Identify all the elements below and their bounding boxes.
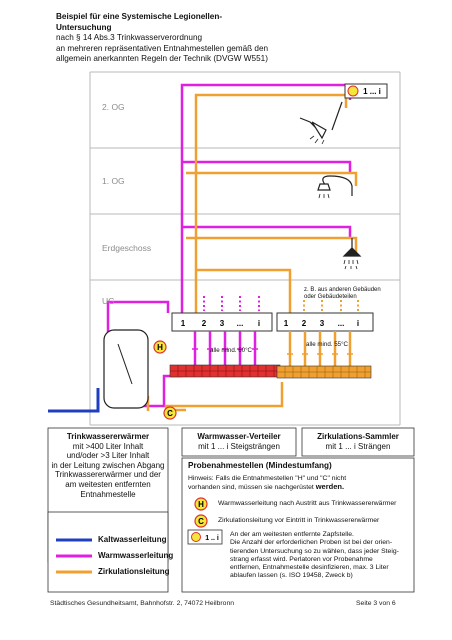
collector-number: ... xyxy=(338,319,345,328)
collector-riser-dots xyxy=(303,300,359,311)
distributor-line-2: mit 1 ... i Steigsträngen xyxy=(198,441,280,451)
collector-note: z. B. aus anderen Gebäuden oder Gebäudet… xyxy=(304,287,381,302)
distributor-stems xyxy=(192,331,258,365)
legend-cold-label: Kaltwasserleitung xyxy=(98,535,167,544)
svg-text:C: C xyxy=(198,517,204,526)
heater-line-2: mit >400 Liter Inhalt xyxy=(72,441,144,451)
heater-line-1: Trinkwassererwärmer xyxy=(66,432,150,441)
collector-line-2: mit 1 ... i Strängen xyxy=(325,441,391,451)
svg-text:H: H xyxy=(198,500,204,509)
title-line-5: allgemein anerkannten Regeln der Technik… xyxy=(56,54,268,64)
legend-range-tag: 1 .. i xyxy=(187,529,223,545)
warm-water-risers xyxy=(118,83,352,408)
boxes-outlines xyxy=(47,427,415,593)
building-outline xyxy=(89,71,401,426)
sampling-hint-line-2: vorhanden sind, müssen sie nachgerüstet … xyxy=(188,483,410,492)
circulation-lines xyxy=(146,93,358,412)
footer-address: Städtisches Gesundheitsamt, Bahnhofstr. … xyxy=(50,600,235,607)
range-line-5: entfernen, Entnahmestelle desinfizieren,… xyxy=(230,564,389,572)
title-line-2: Untersuchung xyxy=(56,22,112,32)
sampling-c-text: Zirkulationsleitung vor Eintritt in Trin… xyxy=(218,517,380,524)
sampling-h-text: Warmwasserleitung nach Austritt aus Trin… xyxy=(218,500,397,507)
footer-page: Seite 3 von 6 xyxy=(356,600,396,607)
title-line-1: Beispiel für eine Systemische Legionelle… xyxy=(56,12,223,21)
floor-label-ug: UG xyxy=(102,296,115,306)
range-line-3: tierenden Untersuchung so zu wählen, das… xyxy=(230,547,399,555)
sampling-hint-line-2a: vorhanden sind, müssen sie nachgerüstet xyxy=(188,484,316,492)
document-title: Beispiel für eine Systemische Legionelle… xyxy=(56,12,316,65)
distributor-number: 1 xyxy=(181,319,186,328)
collector-stems xyxy=(287,331,353,366)
warm-water-heater-loop xyxy=(106,300,170,333)
collector-temp: alle mind. 55°C xyxy=(306,341,349,348)
distributor-number: ... xyxy=(237,319,244,328)
sample-point-h: H xyxy=(153,340,167,354)
distributor-description: Warmwasser-Verteiler mit 1 ... i Steigst… xyxy=(182,432,296,451)
svg-text:1 .. i: 1 .. i xyxy=(205,535,219,542)
floor-label-2og: 2. OG xyxy=(102,102,125,112)
svg-text:H: H xyxy=(157,343,163,352)
cold-water-inlet xyxy=(48,388,100,413)
title-line-4: an mehreren repräsentativen Entnahmestel… xyxy=(56,43,269,53)
heater-line-5: Trinkwassererwärmer und der xyxy=(55,470,161,480)
sampling-section: Probenahmestellen (Mindestumfang) Hinwei… xyxy=(188,461,410,493)
legend-h-circle: H xyxy=(194,497,208,511)
heater-line-3: und/oder >3 Liter Inhalt xyxy=(66,451,150,461)
sampling-hint: Hinweis: Falls die Entnahmestellen "H" u… xyxy=(188,475,410,493)
collector-number: i xyxy=(357,319,359,328)
range-line-6: ablaufen lassen (s. ISO 19458, Zweck b) xyxy=(230,572,353,580)
sample-point-c: C xyxy=(163,406,177,420)
legend-warm-label: Warmwasserleitung xyxy=(98,551,174,560)
distributor-box: 1 2 3... i xyxy=(171,312,273,332)
sampling-hint-line-2b: werden. xyxy=(315,482,345,492)
collector-manifold xyxy=(276,365,372,379)
collector-number: 1 xyxy=(284,319,289,328)
floor-label-eg: Erdgeschoss xyxy=(102,243,152,253)
collector-line-1: Zirkulations-Sammler xyxy=(317,432,399,441)
collector-note-line-1: z. B. aus anderen Gebäuden xyxy=(304,287,381,293)
heater-line-6: am weitesten entfernten xyxy=(65,479,151,489)
title-line-3: nach § 14 Abs.3 Trinkwasserverordnung xyxy=(56,33,203,43)
sampling-hint-line-1: Hinweis: Falls die Entnahmestellen "H" u… xyxy=(188,475,347,482)
water-heater-tank-icon xyxy=(103,329,149,409)
heater-line-4: in der Leitung zwischen Abgang xyxy=(51,460,165,470)
legend-c-circle: C xyxy=(194,514,208,528)
collector-number: 3 xyxy=(320,319,325,328)
legend-swatches xyxy=(56,538,92,574)
distributor-temp: alle mind. 60°C xyxy=(210,347,253,354)
distributor-riser-dots xyxy=(203,296,260,311)
range-line-4: strang erfasst wird. Perlatoren vor Prob… xyxy=(230,555,373,563)
range-line-1: An der am weitesten entfernte Zapfstelle… xyxy=(230,531,354,538)
svg-text:C: C xyxy=(167,409,173,418)
distributor-number: 3 xyxy=(220,319,225,328)
legend-circ-label: Zirkulationsleitung xyxy=(98,567,170,576)
svg-text:1 ... i: 1 ... i xyxy=(363,87,381,96)
heater-line-7: Entnahmestelle xyxy=(80,489,136,499)
collector-note-line-2: oder Gebäudeteilen xyxy=(304,294,357,301)
shower-head-icon xyxy=(299,101,343,145)
ceiling-shower-icon xyxy=(342,238,362,270)
distributor-line-1: Warmwasser-Verteiler xyxy=(197,432,281,441)
range-line-2: Die Anzahl der erforderlichen Proben ist… xyxy=(230,539,393,547)
collector-box: 1 2 3... i xyxy=(276,312,374,332)
heater-description: Trinkwassererwärmer mit >400 Liter Inhal… xyxy=(48,432,168,499)
distributor-manifold xyxy=(169,364,281,378)
sample-range-tag: 1 ... i xyxy=(344,83,388,99)
sampling-heading: Probenahmestellen (Mindestumfang) xyxy=(188,461,332,470)
distributor-number: i xyxy=(258,319,260,328)
hand-shower-icon xyxy=(317,175,353,199)
distributor-number: 2 xyxy=(202,319,207,328)
collector-description: Zirkulations-Sammler mit 1 ... i Stränge… xyxy=(302,432,414,451)
sampling-range-text: An der am weitesten entfernte Zapfstelle… xyxy=(230,531,412,581)
floor-label-1og: 1. OG xyxy=(102,176,125,186)
collector-number: 2 xyxy=(302,319,307,328)
